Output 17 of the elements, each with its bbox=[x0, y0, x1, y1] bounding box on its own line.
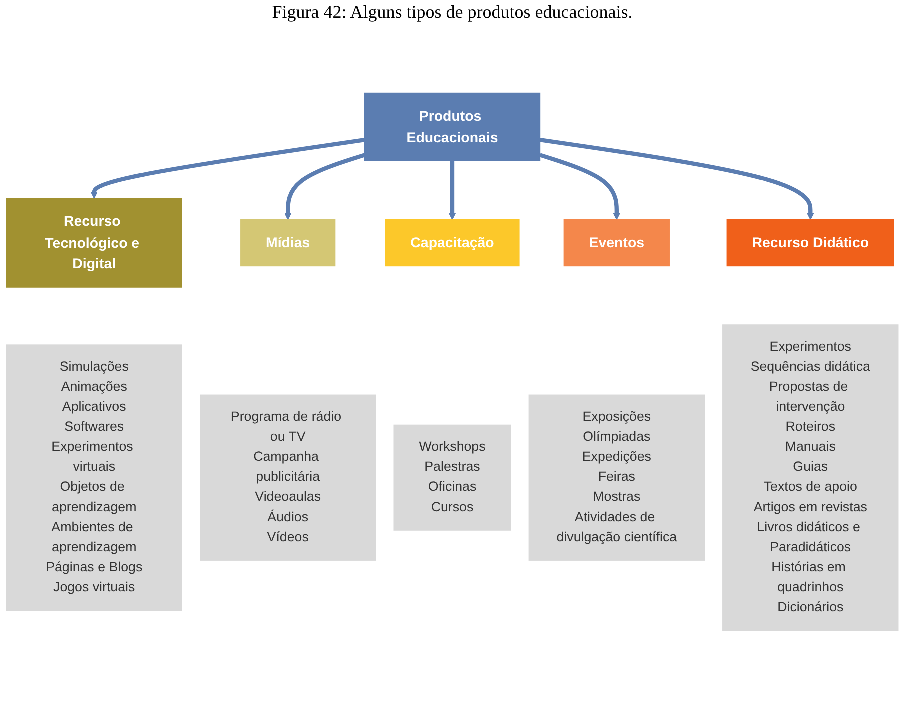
arrow bbox=[284, 153, 366, 220]
node-box: Programa de rádio ou TV Campanha publicitária Videoaulas Áudios Vídeos bbox=[200, 394, 376, 561]
arrow bbox=[540, 138, 814, 220]
node-box: Simulações Animações Aplicativos Softwares Experimentos virtuais Objetos de aprendizagem Ambientes de aprendizagem Páginas e Blogs Jogos virtuais bbox=[6, 344, 182, 612]
node-box: Workshops Palestras Oficinas Cursos bbox=[394, 424, 512, 531]
arrow bbox=[448, 160, 456, 220]
node-box: Mídias bbox=[240, 219, 336, 267]
node-box: Recurso Didático bbox=[726, 219, 894, 267]
node-box: Capacitação bbox=[385, 219, 520, 267]
node-box: Recurso Tecnológico e Digital bbox=[6, 198, 182, 288]
arrow bbox=[540, 153, 621, 220]
arrow bbox=[90, 138, 366, 199]
node-box: Exposições Olímpiadas Expedições Feiras Mostras Atividades de divulgação científica bbox=[528, 394, 705, 561]
node-box: Experimentos Sequências didática Propostas de intervenção Roteiros Manuais Guias Textos de apoio Artigos em revistas Livros didáticos e Paradidáticos Histórias em quadrinhos Dicionários bbox=[722, 324, 899, 632]
node-box: Produtos Educacionais bbox=[364, 92, 541, 162]
node-box: Eventos bbox=[564, 219, 670, 267]
figure-title: Figura 42: Alguns tipos de produtos educacionais. bbox=[271, 2, 634, 23]
